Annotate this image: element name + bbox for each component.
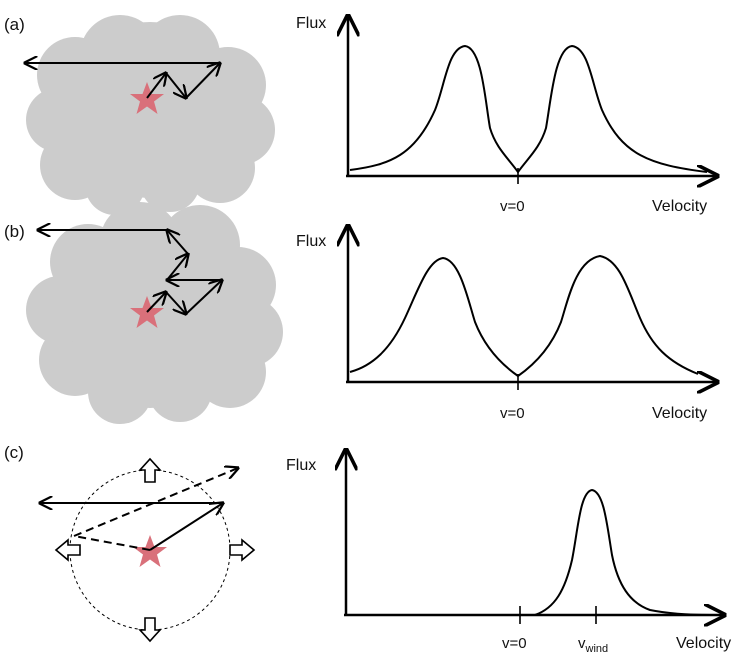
photon-path-b xyxy=(38,230,222,314)
gas-cloud-a xyxy=(26,15,275,215)
gas-cloud-b xyxy=(26,202,283,424)
vwind-main: v xyxy=(578,635,586,652)
panel-b-label: (b) xyxy=(4,222,25,241)
x-axis-label-a: Velocity xyxy=(652,198,707,215)
panel-a: (a) Flux Velocity v=0 xyxy=(4,15,717,215)
spectrum-a: Flux Velocity v=0 xyxy=(296,15,717,215)
vwind-sub: wind xyxy=(585,643,609,655)
photon-path-a xyxy=(25,63,220,98)
panel-b: (b) Flux Velocit xyxy=(4,202,717,424)
tick-label-v0-b: v=0 xyxy=(500,405,525,422)
outflow-arrow-right xyxy=(229,538,256,562)
spectrum-c: Flux Velocity v=0 vwind xyxy=(286,450,731,655)
star-c xyxy=(133,535,167,567)
line-profile-c xyxy=(534,488,711,616)
line-profile-a xyxy=(349,44,708,174)
line-profile-b xyxy=(349,254,699,378)
panel-a-label: (a) xyxy=(4,15,25,34)
outflow-arrow-down xyxy=(138,617,162,643)
photon-paths-c xyxy=(40,468,238,551)
panel-c-label: (c) xyxy=(4,443,24,462)
y-axis-label-a: Flux xyxy=(296,15,326,32)
x-axis-label-b: Velocity xyxy=(652,405,707,422)
outflow-arrow-up xyxy=(138,457,162,483)
outflow-arrow-left xyxy=(54,538,81,562)
tick-label-v0-a: v=0 xyxy=(500,198,525,215)
y-axis-label-c: Flux xyxy=(286,457,316,474)
y-axis-label-b: Flux xyxy=(296,233,326,250)
tick-label-vwind-c: vwind xyxy=(578,635,608,655)
x-axis-label-c: Velocity xyxy=(676,635,731,652)
spectrum-b: Flux Velocity v=0 xyxy=(296,226,717,422)
panel-c: (c) Flux Velocity v=0 xyxy=(4,443,731,655)
tick-label-v0-c: v=0 xyxy=(502,635,527,652)
